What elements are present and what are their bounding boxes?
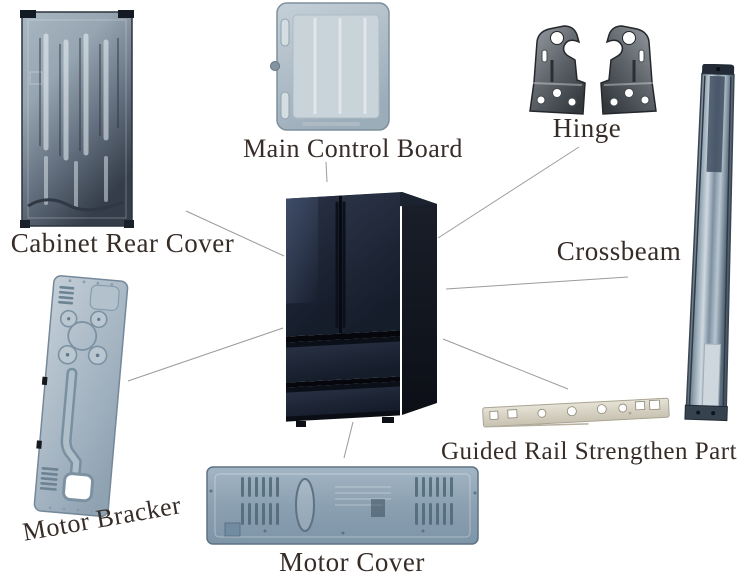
- guided-rail-strengthen-part-image: [478, 393, 674, 435]
- line-guided-rail: [442, 338, 569, 390]
- motor-cover-label: Motor Cover: [279, 547, 425, 577]
- crossbeam-label: Crossbeam: [556, 236, 682, 266]
- line-motor-bracker: [127, 327, 284, 382]
- line-crossbeam: [445, 276, 629, 290]
- guided-rail-strengthen-part-label: Guided Rail Strengthen Part: [440, 438, 738, 465]
- line-main-control-board: [325, 161, 328, 183]
- hinge-label: Hinge: [552, 113, 622, 143]
- main-control-board-image: [270, 0, 394, 134]
- motor-bracker-image: [10, 272, 150, 520]
- cabinet-rear-cover-label: Cabinet Rear Cover: [10, 228, 235, 258]
- cabinet-rear-cover-image: [18, 8, 136, 232]
- main-control-board-label: Main Control Board: [243, 134, 463, 163]
- crossbeam-image: [683, 63, 741, 426]
- hinge-image: [522, 20, 664, 118]
- motor-cover-image: [203, 461, 483, 551]
- refrigerator-center-image: [280, 185, 440, 430]
